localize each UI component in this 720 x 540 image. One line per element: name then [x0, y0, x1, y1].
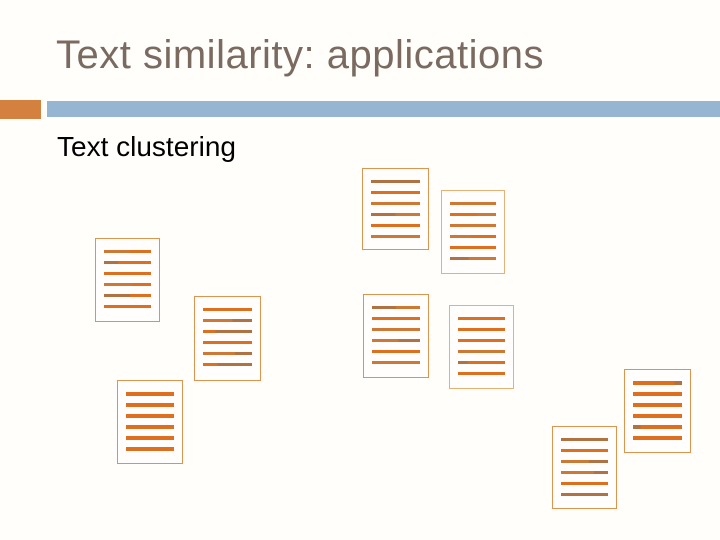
- document-text-line: [633, 414, 682, 418]
- body-heading: Text clustering: [57, 131, 236, 162]
- document-text-line: [104, 294, 151, 297]
- document-text-line: [203, 352, 252, 355]
- title-accent-orange-block: [0, 100, 41, 119]
- document-text-line: [203, 330, 252, 333]
- document-text-line: [372, 361, 420, 364]
- document-text-line: [104, 283, 151, 286]
- document-text-line: [450, 246, 496, 249]
- document-icon: [95, 238, 160, 322]
- document-text-line: [203, 319, 252, 322]
- document-text-line: [104, 272, 151, 275]
- document-text-line: [633, 425, 682, 429]
- document-text-line: [371, 213, 420, 216]
- document-text-line: [126, 392, 174, 396]
- document-text-line: [458, 328, 505, 331]
- document-text-line: [458, 361, 505, 364]
- document-icon: [194, 296, 261, 381]
- document-text-line: [458, 317, 505, 320]
- document-text-line: [450, 257, 496, 260]
- document-text-line: [104, 305, 151, 308]
- document-text-line: [126, 436, 174, 440]
- document-text-line: [450, 202, 496, 205]
- document-icon: [552, 426, 617, 509]
- document-text-line: [561, 449, 608, 452]
- document-icon: [362, 168, 429, 250]
- slide-title: Text similarity: applications: [56, 33, 544, 77]
- document-text-line: [561, 471, 608, 474]
- document-text-line: [561, 493, 608, 496]
- document-text-line: [561, 482, 608, 485]
- document-text-line: [203, 363, 252, 366]
- document-text-line: [371, 235, 420, 238]
- document-text-line: [561, 438, 608, 441]
- document-text-line: [458, 339, 505, 342]
- document-text-line: [371, 202, 420, 205]
- document-text-line: [371, 224, 420, 227]
- document-icon: [363, 294, 429, 378]
- document-text-line: [126, 447, 174, 451]
- document-text-line: [371, 180, 420, 183]
- document-icon: [117, 380, 183, 464]
- document-text-line: [450, 235, 496, 238]
- document-text-line: [561, 460, 608, 463]
- document-text-line: [633, 403, 682, 407]
- document-text-line: [450, 224, 496, 227]
- document-text-line: [633, 381, 682, 385]
- document-text-line: [372, 306, 420, 309]
- document-text-line: [372, 328, 420, 331]
- document-text-line: [104, 261, 151, 264]
- document-text-line: [458, 372, 505, 375]
- document-text-line: [372, 350, 420, 353]
- document-icon: [441, 190, 505, 274]
- document-text-line: [372, 339, 420, 342]
- title-accent-blue-bar: [47, 101, 720, 117]
- document-text-line: [372, 317, 420, 320]
- document-text-line: [633, 436, 682, 440]
- document-text-line: [126, 403, 174, 407]
- document-text-line: [126, 425, 174, 429]
- document-text-line: [371, 191, 420, 194]
- document-icon: [624, 369, 691, 453]
- document-text-line: [126, 414, 174, 418]
- document-text-line: [450, 213, 496, 216]
- document-text-line: [633, 392, 682, 396]
- document-text-line: [203, 308, 252, 311]
- document-text-line: [203, 341, 252, 344]
- document-text-line: [458, 350, 505, 353]
- document-icon: [449, 305, 514, 389]
- document-text-line: [104, 250, 151, 253]
